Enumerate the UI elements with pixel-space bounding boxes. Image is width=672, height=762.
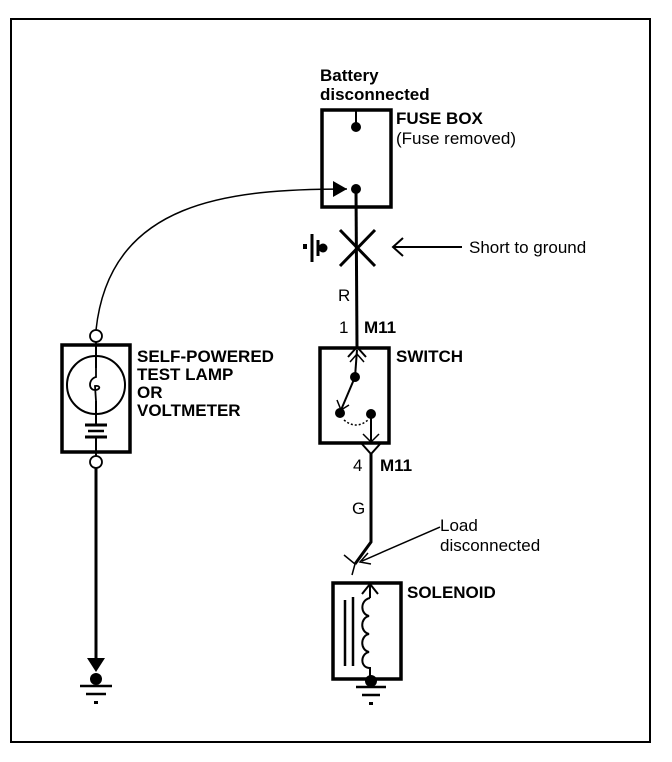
short-marker (338, 228, 377, 268)
switch-blade (340, 376, 356, 411)
load-label-line2: disconnected (440, 536, 540, 555)
load-callout (358, 526, 441, 565)
tester-ground-icon (80, 658, 112, 704)
load-callout-arrowhead-icon (358, 552, 372, 565)
short-to-ground-label: Short to ground (469, 238, 586, 257)
battery-label-line1: Battery (320, 66, 379, 85)
fuse-removed-label: (Fuse removed) (396, 129, 516, 148)
lamp-filament-icon (89, 368, 101, 402)
switch-lead-arrow-icon (362, 433, 380, 444)
switch-label: SWITCH (396, 347, 463, 366)
wire-g-open-end-fork (343, 554, 356, 576)
load-label-line1: Load (440, 516, 478, 535)
connector-bottom-chevron-icon (361, 443, 381, 456)
solenoid (331, 581, 403, 681)
ground-dot (318, 243, 328, 253)
short-callout-arrowhead-icon (391, 237, 404, 257)
wire-color-g-label: G (352, 499, 365, 518)
connector-top-chevron-icon (347, 345, 367, 358)
wire-color-r-label: R (338, 286, 350, 305)
tester-label-line1: SELF-POWERED (137, 347, 274, 366)
tester-label-line2: TEST LAMP (137, 365, 233, 384)
tester-ground-arrow-icon (87, 658, 105, 672)
ground-symbol-icon (303, 234, 328, 262)
tester-ground-tip (94, 701, 98, 704)
connector-pin-1-label: 1 (339, 318, 348, 337)
solenoid-ground-dot (365, 675, 377, 687)
solenoid-body (331, 581, 403, 681)
switch-travel-dotted (343, 419, 369, 426)
connector-top-label: M11 (364, 318, 396, 337)
wire-g (353, 454, 373, 565)
fuse-terminal-top (351, 122, 361, 132)
ground-dot-small (303, 244, 307, 249)
connector-pin-4-label: 4 (353, 456, 362, 475)
tester-label-line3: OR (137, 383, 163, 402)
load-callout-line (361, 526, 441, 562)
tester-ground-dot (90, 673, 102, 685)
switch (318, 345, 391, 456)
wire-r (354, 188, 359, 348)
diagram-frame (10, 18, 651, 743)
switch-contact-left (335, 408, 345, 418)
short-x-stroke-2 (338, 228, 377, 268)
solenoid-ground-tip (369, 702, 373, 705)
solenoid-label: SOLENOID (407, 583, 496, 602)
tester (60, 329, 132, 469)
battery-cell-icon (85, 423, 107, 439)
solenoid-connector-chevron-icon (361, 582, 379, 595)
solenoid-coil-icon (361, 597, 371, 679)
switch-body (318, 346, 391, 445)
battery-label-line2: disconnected (320, 85, 430, 104)
tester-label-line4: VOLTMETER (137, 401, 241, 420)
connector-bottom-label: M11 (380, 456, 412, 475)
fuse-box-label: FUSE BOX (396, 109, 484, 128)
tester-terminal-top (89, 329, 103, 343)
tester-probe-lead (95, 188, 348, 331)
short-callout (391, 237, 462, 257)
solenoid-ground-icon (356, 675, 386, 705)
tester-terminal-bottom (89, 455, 103, 469)
